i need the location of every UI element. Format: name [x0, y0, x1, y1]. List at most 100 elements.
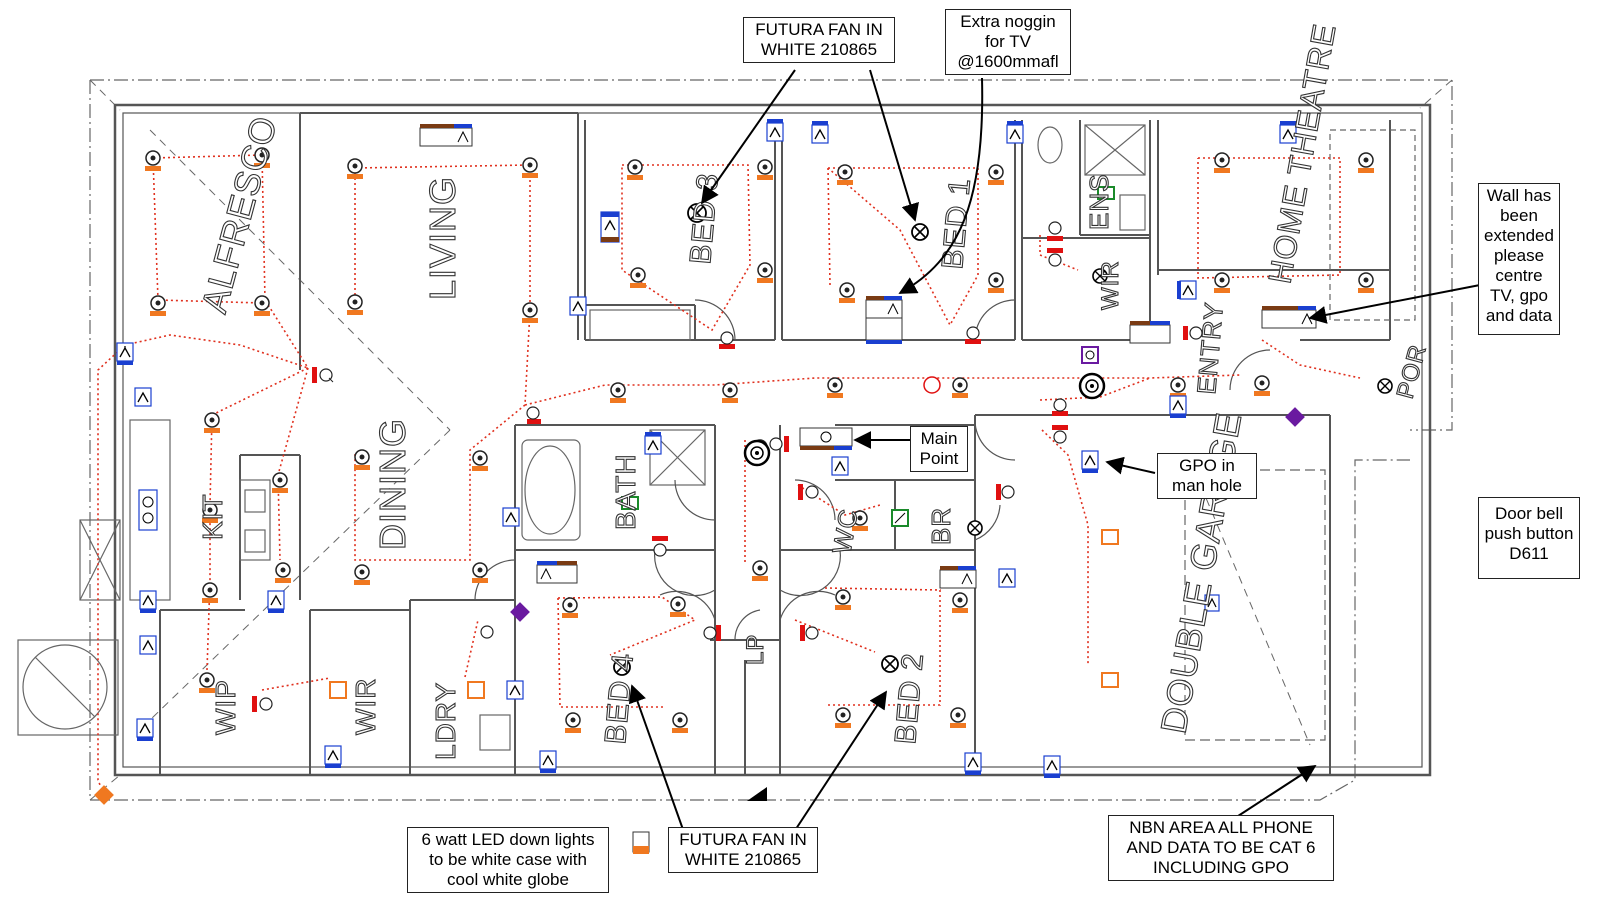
ceiling-fan-icon — [1092, 268, 1108, 284]
tv-outlet-icon — [419, 124, 473, 147]
downlight-icon — [952, 592, 968, 613]
data-outlet-icon — [1279, 121, 1297, 144]
callout-line: been — [1500, 206, 1538, 225]
callout-led-lights: 6 watt LED down lights to be white case … — [407, 827, 609, 893]
downlight-icon — [522, 302, 538, 323]
arrow-icon — [789, 690, 887, 839]
exhaust-fan-icon — [891, 509, 909, 527]
power-outlet-icon — [1101, 529, 1119, 545]
callout-line: @1600mmafl — [957, 52, 1059, 71]
power-outlet-icon — [94, 785, 114, 805]
data-outlet-icon — [766, 119, 784, 142]
external-walls — [113, 103, 1432, 777]
callout-line: push button — [1484, 524, 1574, 543]
downlight-icon — [472, 450, 488, 471]
callout-line: WHITE 210865 — [684, 850, 802, 869]
callout-main-point: Main Point — [910, 426, 968, 472]
data-outlet-icon — [600, 211, 620, 243]
room-label-dining: DINING — [372, 418, 413, 550]
downlight-icon — [145, 150, 161, 171]
callout-line: D611 — [1509, 544, 1549, 563]
downlight-icon — [722, 382, 738, 403]
switch-icon — [252, 696, 273, 712]
power-outlet-icon — [747, 787, 767, 801]
outlet-clusters — [419, 124, 1317, 589]
arrow-icon — [628, 684, 687, 839]
downlight-icon — [1254, 375, 1270, 396]
room-label-alfresco: ALFRESCO — [193, 111, 285, 317]
downlight-icon — [852, 510, 868, 531]
callout-line: WHITE 210865 — [760, 40, 878, 59]
smoke-detector-icon — [743, 439, 771, 467]
room-label-ldry: LDRY — [430, 682, 461, 760]
room-label-br: BR — [926, 507, 956, 545]
room-label-bed2: BED 2 — [889, 651, 930, 745]
callout-line: for TV — [985, 32, 1031, 51]
room-label-bath: BATH — [610, 453, 641, 530]
arrow-icon — [898, 77, 984, 294]
room-label-entry: ENTRY — [1191, 301, 1229, 396]
arrow-icon — [700, 69, 796, 205]
exhaust-fan-icon — [510, 602, 530, 622]
switch-icon — [965, 326, 981, 344]
data-outlet-icon — [1169, 395, 1187, 418]
downlight-icon — [347, 294, 363, 315]
ceiling-fan-icon — [613, 658, 631, 676]
callout-door-bell: Door bell push button D611 — [1478, 497, 1580, 579]
room-label-bed4: BED 4 — [599, 651, 640, 745]
ceiling-fan-icon — [967, 520, 983, 536]
tv-outlet-icon — [536, 561, 578, 584]
callout-line: NBN AREA ALL PHONE — [1129, 818, 1313, 837]
tv-outlet-icon — [1261, 306, 1317, 329]
ceiling-fan-icon — [881, 655, 899, 673]
room-label-ens: ENS — [1084, 174, 1114, 230]
data-outlet-icon — [998, 568, 1016, 588]
switch-icon — [1183, 326, 1203, 340]
switch-icon — [1052, 398, 1068, 416]
ceiling-fans — [613, 203, 1393, 676]
data-outlet-icon — [139, 635, 157, 655]
data-outlet-icon — [1081, 450, 1099, 473]
callout-line: to be white case with — [429, 850, 587, 869]
downlight-icon — [757, 262, 773, 283]
room-label-kit: KIT — [197, 493, 228, 540]
downlight-icon — [952, 377, 968, 398]
callout-line: Door bell — [1494, 504, 1564, 523]
downlight-icon — [1214, 272, 1230, 293]
arrow-icon — [1308, 284, 1481, 324]
data-outlet-icon — [502, 507, 520, 527]
smoke-detector-icon — [1078, 372, 1106, 400]
exhaust-fan-icon — [1081, 346, 1099, 364]
callout-gpo-manhole: GPO in man hole — [1157, 453, 1257, 499]
data-outlet-icon — [964, 752, 982, 775]
data-outlet-icon — [116, 342, 134, 365]
downlight-icon — [347, 158, 363, 179]
downlight-icon — [272, 472, 288, 493]
switch-icon — [996, 484, 1015, 500]
switch-icon — [526, 406, 541, 424]
arrow-icon — [1105, 456, 1156, 475]
ceiling-fan-icon — [687, 203, 707, 223]
data-outlet-icon — [506, 680, 524, 700]
room-label-bed3: BED 3 — [684, 171, 725, 265]
arrow-icon — [869, 69, 919, 222]
downlight-icon — [204, 412, 220, 433]
downlight-icon — [202, 502, 218, 523]
room-label-lp: LP — [742, 634, 769, 665]
switch-icon — [703, 625, 721, 641]
data-outlet-icon — [569, 296, 587, 316]
data-outlet-icon — [1043, 755, 1061, 778]
room-label-wc: WC — [826, 506, 863, 556]
tv-outlet-icon — [1129, 321, 1171, 344]
room-label-wir-right: WIR — [1097, 260, 1124, 310]
power-outlet-icon — [329, 681, 347, 699]
downlight-icon — [354, 449, 370, 470]
data-outlet-icon — [811, 121, 829, 144]
downlight-icon — [1214, 152, 1230, 173]
callout-nbn: NBN AREA ALL PHONE AND DATA TO BE CAT 6 … — [1108, 815, 1334, 881]
downlight-icon — [1358, 152, 1374, 173]
switch-icon — [480, 625, 494, 639]
callout-fan-bottom: FUTURA FAN IN WHITE 210865 — [668, 827, 818, 873]
exhaust-fan-icon — [923, 376, 941, 394]
